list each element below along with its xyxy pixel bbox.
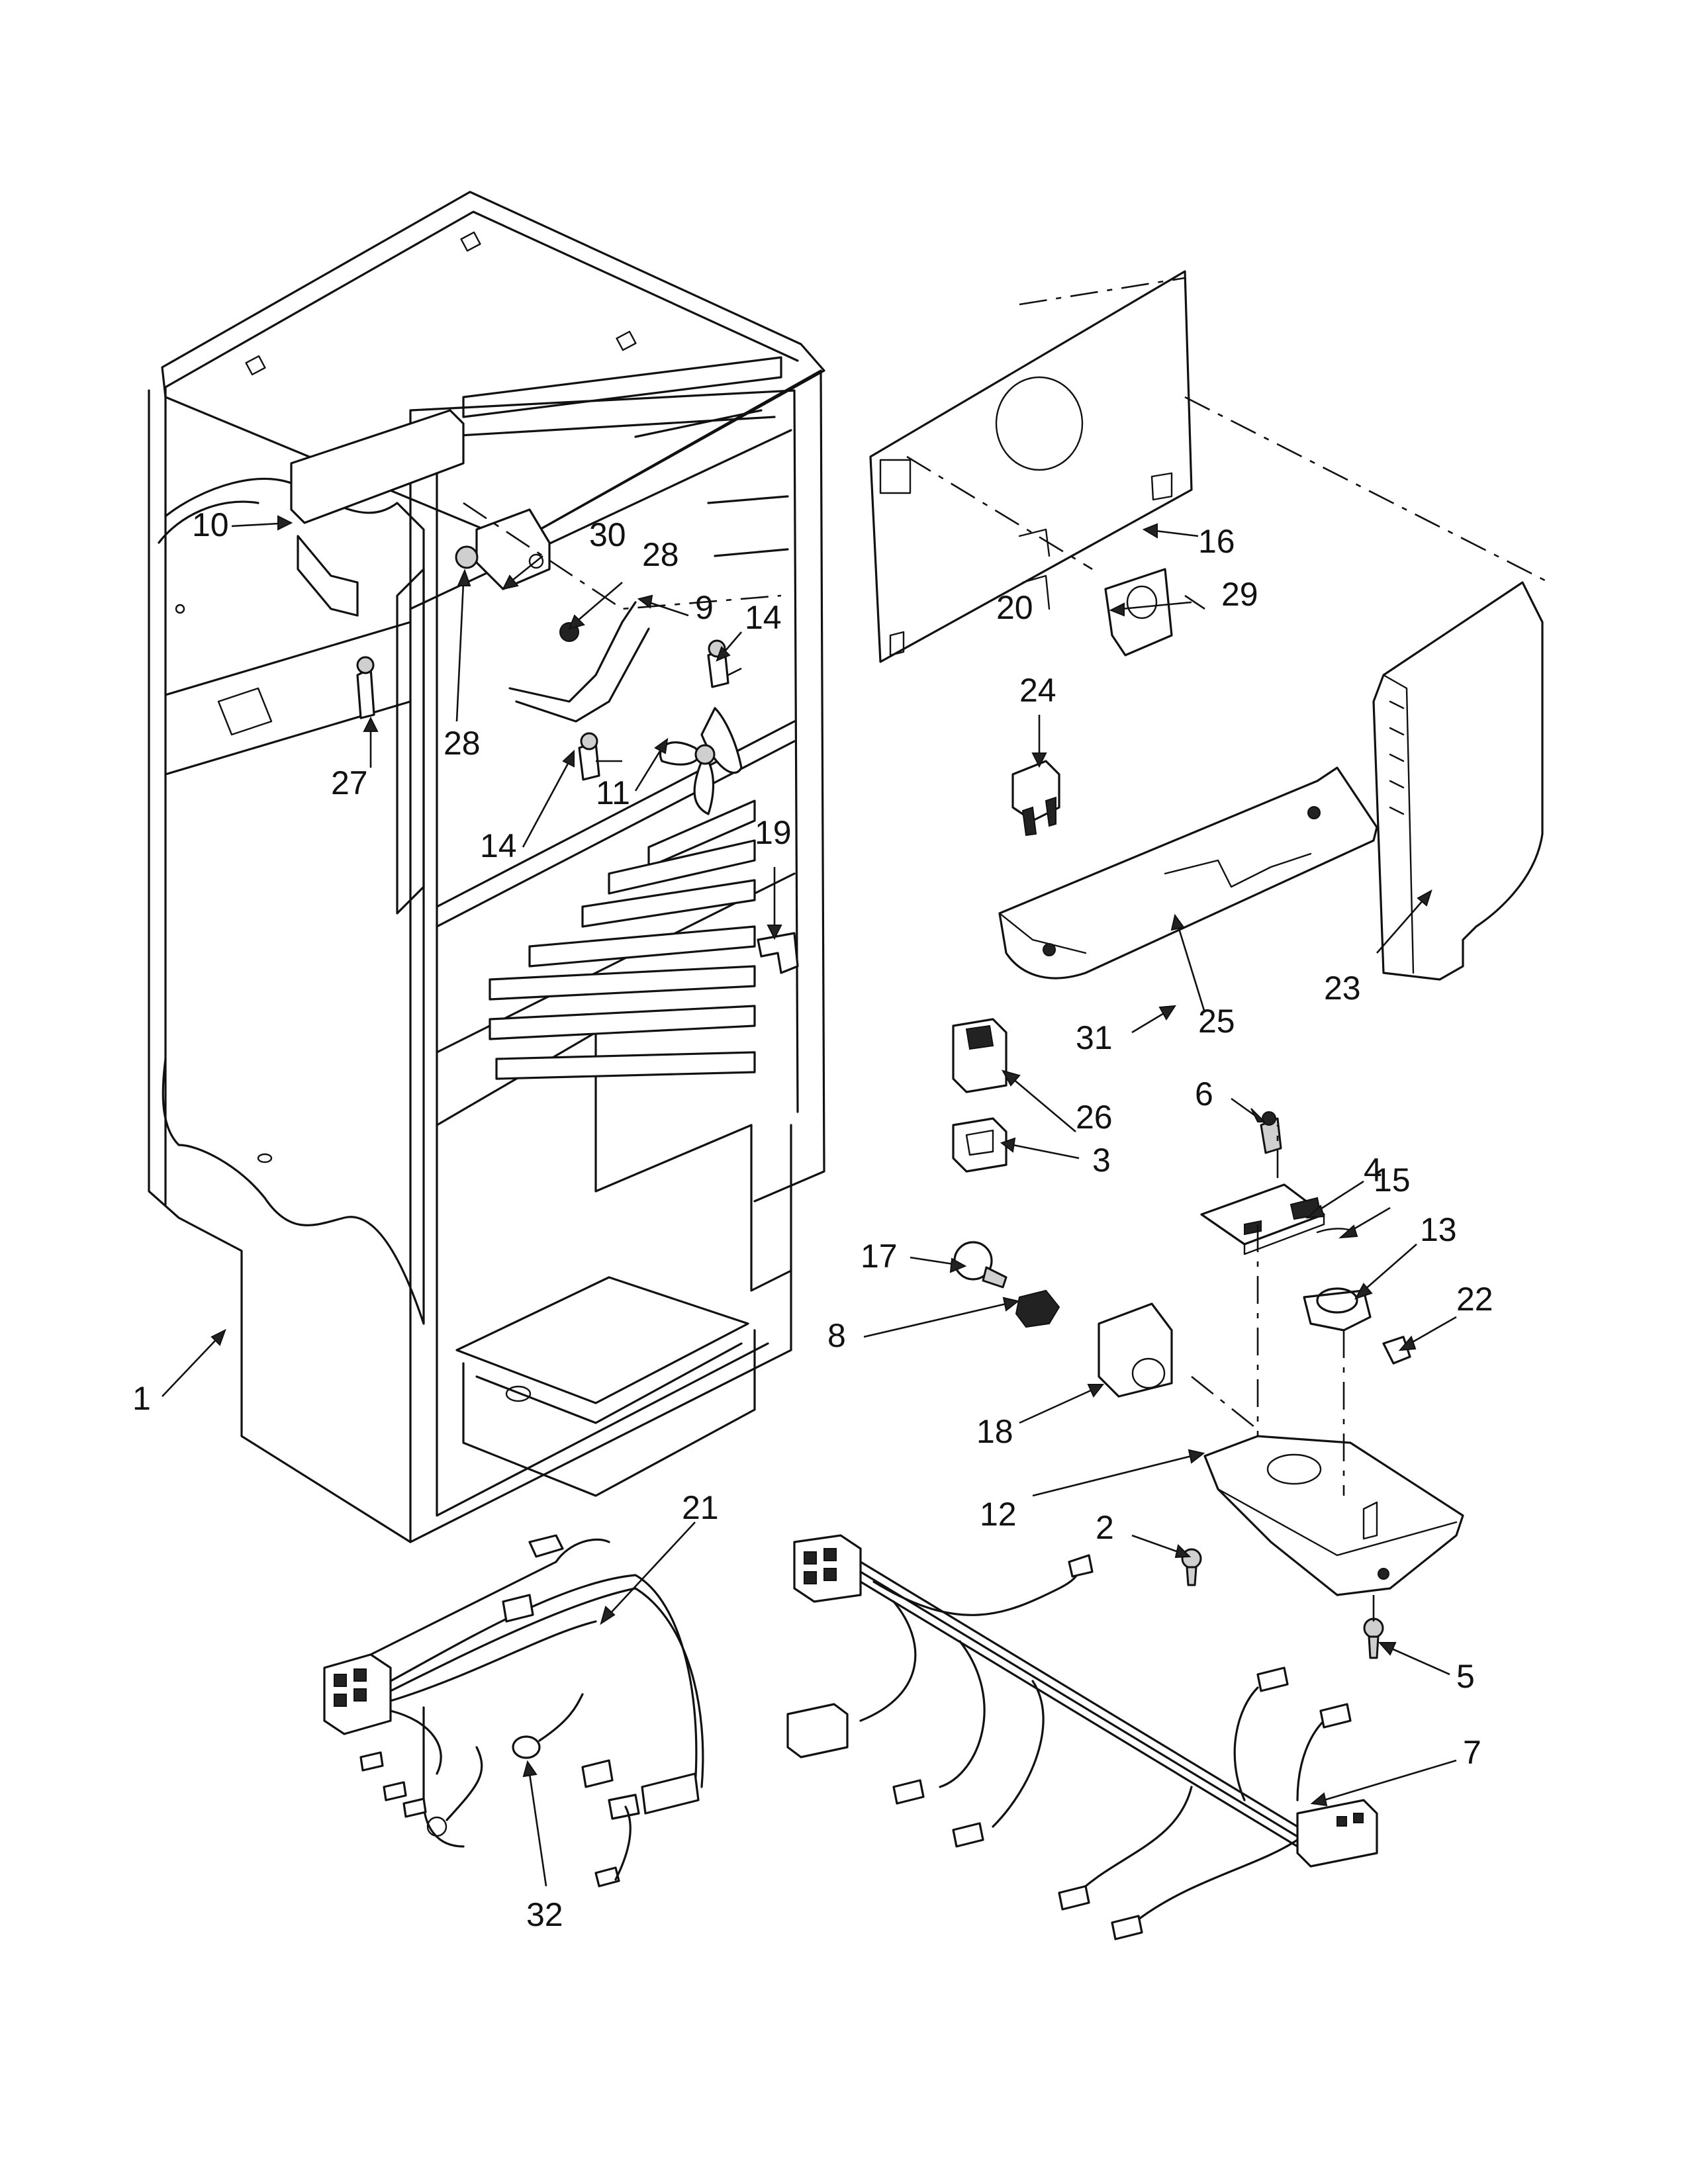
control-housing-tray [1191,1224,1464,1596]
callout-17: 17 [861,1238,898,1275]
shelf-clip [757,932,799,974]
control-housing-plate [869,270,1550,663]
callout-26: 26 [1076,1099,1113,1136]
callout-10: 10 [192,506,229,543]
callout-31: 31 [1076,1019,1113,1056]
callout-20: 20 [996,589,1033,626]
callout-30: 30 [589,516,626,553]
callout-29: 29 [1221,576,1258,613]
callout-16: 16 [1198,523,1235,560]
damper-parts [952,1018,1008,1173]
callout-22: 22 [1456,1281,1493,1318]
callout-6: 6 [1195,1075,1213,1113]
control-housing-cover [1372,581,1544,981]
light-assembly [953,1241,1173,1398]
refrigerator-liner-cabinet [148,191,825,1543]
callout-27: 27 [331,764,368,801]
callout-3: 3 [1092,1142,1111,1179]
callout-1: 1 [132,1380,151,1417]
callout-24: 24 [1019,672,1056,709]
callout-14-lower: 14 [480,827,517,864]
callout-28-lower: 28 [444,725,481,762]
wire-harness-right [786,1534,1378,1940]
callout-9: 9 [695,589,714,626]
callout-23: 23 [1324,970,1361,1007]
callout-19: 19 [755,814,792,851]
callout-12: 12 [980,1496,1017,1533]
callout-labels: 1 2 3 4 5 6 7 8 9 10 11 12 13 14 14 15 1… [132,506,1493,1933]
callout-4: 4 [1364,1152,1382,1189]
wire-harness-left [323,1534,704,1888]
callout-32: 32 [526,1896,563,1933]
callout-14-upper: 14 [745,599,782,636]
callout-8: 8 [827,1317,846,1354]
callout-7: 7 [1463,1734,1481,1771]
callout-11: 11 [596,774,630,811]
callout-2: 2 [1096,1509,1114,1546]
callout-25: 25 [1198,1003,1235,1040]
callout-leaders [162,515,1457,1887]
evaporator-fan-assembly [290,409,782,915]
callout-13: 13 [1420,1211,1457,1248]
callout-18: 18 [976,1413,1013,1450]
thermistor-sensor [1011,760,1060,837]
air-duct-cover [998,766,1378,979]
callout-28-upper: 28 [642,536,679,573]
control-board-parts [1200,1111,1411,1365]
callout-21: 21 [682,1489,719,1526]
callout-5: 5 [1456,1658,1475,1695]
callout-15: 15 [1374,1161,1411,1199]
